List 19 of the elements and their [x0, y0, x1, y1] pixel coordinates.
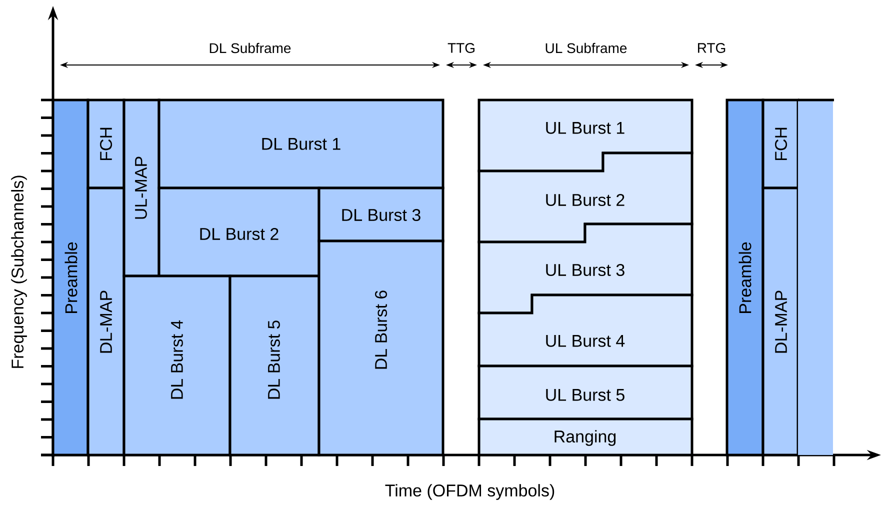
axis-title: Time (OFDM symbols)	[385, 484, 554, 500]
frame-block: UL Burst 5	[478, 364, 694, 420]
frame-block: Ranging	[478, 418, 694, 456]
dimension-label: UL Subframe	[546, 42, 627, 54]
dimension-label: TTG	[448, 43, 474, 53]
frame-block: UL Burst 2	[478, 152, 694, 244]
frame-block: UL Burst 3	[478, 222, 694, 314]
frame-block: Preamble	[726, 98, 764, 456]
axis-title: Frequency (Subchannels)	[11, 176, 27, 368]
frame-block: FCH	[86, 98, 126, 190]
frame-block: DL Burst 4	[122, 274, 232, 456]
frame-block: UL Burst 4	[478, 294, 694, 368]
frame-block: DL Burst 5	[228, 274, 320, 456]
frame-block: UL-MAP	[122, 98, 160, 278]
frame-block: DL Burst 3	[318, 186, 444, 242]
frame-block: Preamble	[52, 98, 90, 456]
frame-block: FCH	[762, 98, 800, 190]
dimension-label: RTG	[698, 43, 726, 53]
dimension-label: DL Subframe	[210, 42, 291, 54]
